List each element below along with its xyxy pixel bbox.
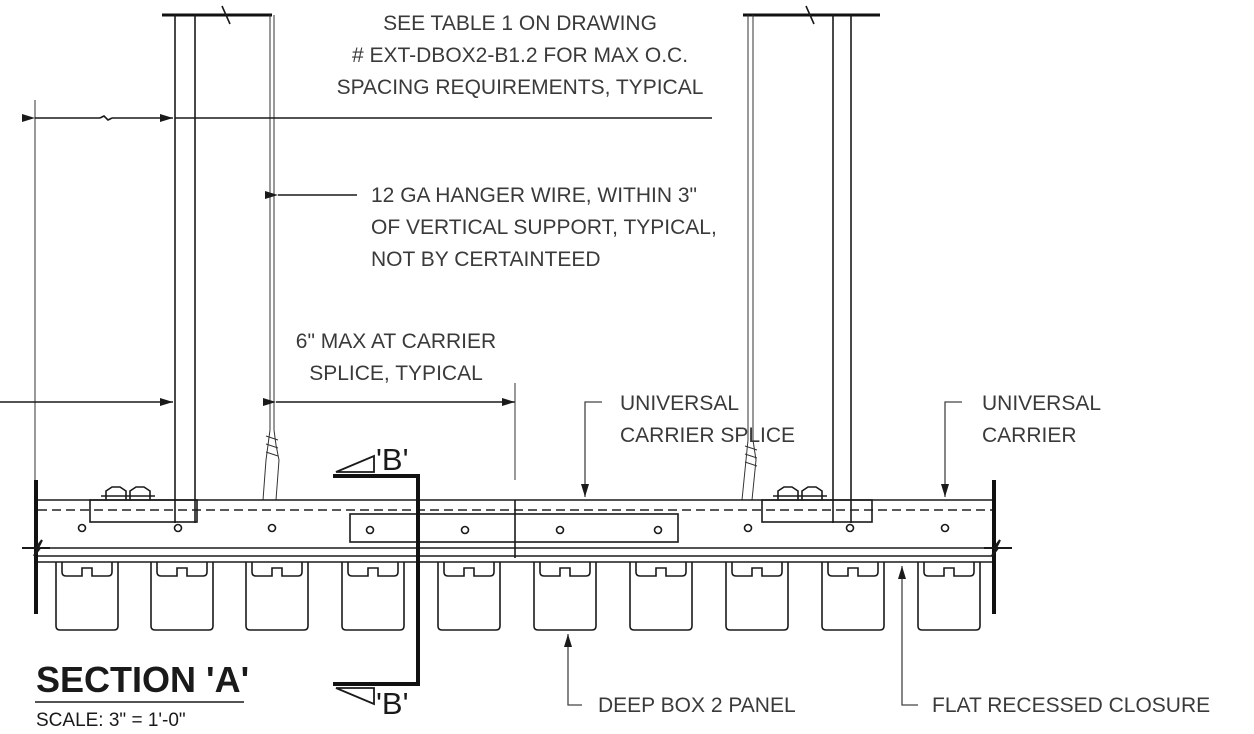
- svg-text:CARRIER SPLICE: CARRIER SPLICE: [620, 424, 795, 447]
- scale-label: SCALE: 3" = 1'-0": [36, 710, 186, 731]
- note-splice-max: 6" MAX AT CARRIER SPLICE, TYPICAL: [296, 330, 496, 385]
- svg-text:SEE TABLE 1 ON DRAWING: SEE TABLE 1 ON DRAWING: [383, 12, 657, 35]
- deep-box-panel: [341, 562, 405, 631]
- svg-text:CARRIER: CARRIER: [982, 424, 1077, 447]
- right-support-clip: [761, 486, 873, 523]
- deep-box-panel: [629, 562, 693, 631]
- deep-box-panel: [150, 562, 214, 631]
- right-vertical-support: [743, 5, 880, 523]
- o-c-spacing-dimension: [0, 100, 712, 480]
- note-carrier: UNIVERSAL CARRIER: [982, 392, 1101, 447]
- svg-text:12 GA HANGER WIRE, WITHIN 3": 12 GA HANGER WIRE, WITHIN 3": [371, 184, 697, 207]
- svg-text:# EXT-DBOX2-B1.2 FOR MAX O.C.: # EXT-DBOX2-B1.2 FOR MAX O.C.: [352, 44, 688, 67]
- left-vertical-support: [162, 5, 272, 523]
- deep-box-panel: [821, 562, 885, 631]
- deep-box-panels: [55, 562, 981, 631]
- leader-lines: [265, 191, 962, 706]
- left-hanger-wire: [262, 15, 280, 501]
- deep-box-panel: [437, 562, 501, 631]
- svg-text:UNIVERSAL: UNIVERSAL: [620, 392, 739, 415]
- left-support-clip: [89, 486, 198, 523]
- svg-text:SPACING REQUIREMENTS, TYPICAL: SPACING REQUIREMENTS, TYPICAL: [337, 76, 704, 99]
- section-title: SECTION 'A': [36, 659, 249, 700]
- splice-dimension: [263, 383, 516, 480]
- section-title-block: SECTION 'A' SCALE: 3" = 1'-0": [35, 659, 249, 731]
- section-mark-top: 'B': [376, 442, 409, 477]
- note-table-reference: SEE TABLE 1 ON DRAWING # EXT-DBOX2-B1.2 …: [337, 12, 704, 99]
- note-hanger-wire: 12 GA HANGER WIRE, WITHIN 3" OF VERTICAL…: [371, 184, 717, 271]
- svg-text:6" MAX AT CARRIER: 6" MAX AT CARRIER: [296, 330, 496, 353]
- deep-box-panel: [725, 562, 789, 631]
- deep-box-panel: [533, 562, 597, 631]
- note-carrier-splice: UNIVERSAL CARRIER SPLICE: [620, 392, 795, 447]
- section-cut-b: [333, 454, 420, 706]
- right-hanger-wire: [741, 15, 758, 501]
- svg-text:NOT BY CERTAINTEED: NOT BY CERTAINTEED: [371, 248, 601, 271]
- deep-box-panel: [55, 562, 119, 631]
- deep-box-panel: [917, 562, 981, 631]
- section-mark-bottom: 'B': [376, 686, 409, 721]
- deep-box-panel: [245, 562, 309, 631]
- note-closure: FLAT RECESSED CLOSURE: [932, 694, 1210, 717]
- svg-text:OF VERTICAL SUPPORT, TYPICAL,: OF VERTICAL SUPPORT, TYPICAL,: [371, 216, 717, 239]
- svg-text:SPLICE, TYPICAL: SPLICE, TYPICAL: [309, 362, 483, 385]
- universal-carrier-splice: [349, 513, 679, 543]
- svg-text:UNIVERSAL: UNIVERSAL: [982, 392, 1101, 415]
- note-panel: DEEP BOX 2 PANEL: [598, 694, 796, 717]
